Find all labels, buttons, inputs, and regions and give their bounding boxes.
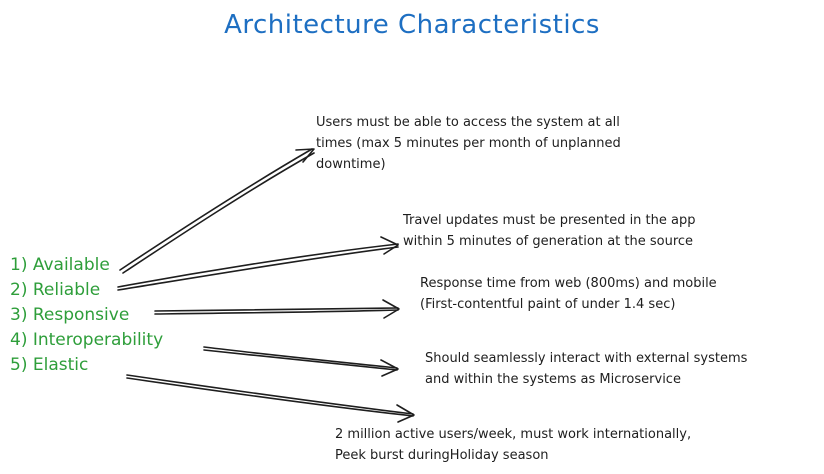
arrow-interoperability: [203, 346, 399, 377]
note-line: 2 million active users/week, must work i…: [335, 427, 692, 442]
characteristic-responsive: 3) Responsive: [10, 305, 130, 325]
characteristic-available: 1) Available: [10, 255, 110, 275]
note-reliability: Travel updates must be presented in the …: [403, 210, 696, 252]
note-line: Response time from web (800ms) and mobil…: [420, 276, 717, 291]
note-elasticity: 2 million active users/week, must work i…: [335, 424, 691, 466]
note-line: (First-contentful paint of under 1.4 sec…: [420, 297, 676, 312]
note-line: times (max 5 minutes per month of unplan…: [316, 136, 621, 151]
note-line: Travel updates must be presented in the …: [403, 213, 696, 228]
characteristic-interoperability: 4) Interoperability: [10, 330, 164, 350]
note-line: downtime): [316, 157, 386, 172]
arrow-reliable: [117, 236, 399, 291]
arrow-elastic: [126, 374, 415, 423]
note-interoperability: Should seamlessly interact with external…: [425, 348, 747, 390]
note-line: Should seamlessly interact with external…: [425, 351, 748, 366]
arrow-responsive: [154, 299, 400, 319]
characteristic-reliable: 2) Reliable: [10, 280, 101, 300]
note-line: and within the systems as Microservice: [425, 372, 681, 387]
note-availability: Users must be able to access the system …: [316, 112, 621, 175]
note-line: Users must be able to access the system …: [316, 115, 620, 130]
characteristic-elastic: 5) Elastic: [10, 355, 89, 375]
characteristics-list: 1) Available 2) Reliable 3) Responsive 4…: [10, 253, 163, 378]
diagram-title: Architecture Characteristics: [224, 10, 600, 40]
note-responsiveness: Response time from web (800ms) and mobil…: [420, 273, 717, 315]
note-line: Peek burst duringHoliday season: [335, 448, 549, 463]
note-line: within 5 minutes of generation at the so…: [403, 234, 694, 249]
arrow-available: [119, 148, 315, 274]
